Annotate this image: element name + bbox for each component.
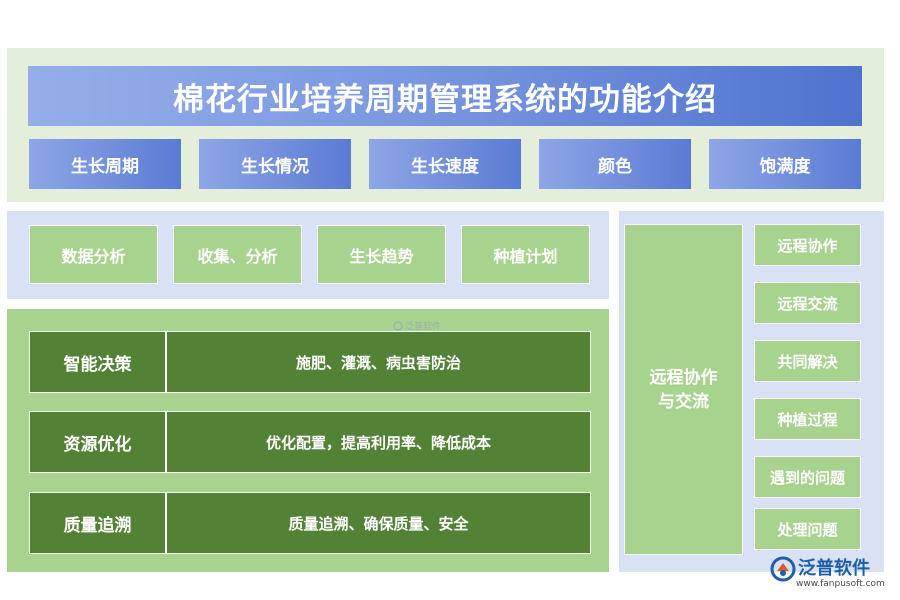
brand-url: www.fanpusoft.com <box>796 579 885 589</box>
remote-item-joint-solve: 共同解决 <box>754 340 861 382</box>
attribute-color: 颜色 <box>539 139 691 189</box>
page-title: 棉花行业培养周期管理系统的功能介绍 <box>28 66 862 126</box>
attribute-growth-status: 生长情况 <box>199 139 351 189</box>
watermark: 泛普软件 <box>393 319 441 332</box>
fanpu-logo-icon <box>770 556 796 582</box>
attribute-growth-speed: 生长速度 <box>369 139 521 189</box>
feature-desc-quality-tracing: 质量追溯、确保质量、安全 <box>166 492 591 554</box>
feature-label-quality-tracing: 质量追溯 <box>29 492 166 554</box>
remote-item-handle-problems: 处理问题 <box>754 508 861 550</box>
watermark-text: 泛普软件 <box>405 322 442 332</box>
remote-item-problems: 遇到的问题 <box>754 456 861 498</box>
feature-label-resource-optimization: 资源优化 <box>29 411 166 473</box>
analysis-planting-plan: 种植计划 <box>461 225 590 284</box>
remote-main-line2: 与交流 <box>658 391 709 412</box>
attribute-growth-cycle: 生长周期 <box>29 139 181 189</box>
brand-logo: 泛普软件 www.fanpusoft.com <box>770 554 894 594</box>
feature-label-smart-decision: 智能决策 <box>29 331 166 393</box>
remote-item-communication: 远程交流 <box>754 282 861 324</box>
remote-collaboration-box: 远程协作 与交流 <box>624 224 743 555</box>
attribute-fullness: 饱满度 <box>709 139 861 189</box>
analysis-data-analysis: 数据分析 <box>29 225 158 284</box>
remote-item-collaboration: 远程协作 <box>754 224 861 266</box>
remote-main-line1: 远程协作 <box>649 367 718 388</box>
feature-desc-resource-optimization: 优化配置，提高利用率、降低成本 <box>166 411 591 473</box>
feature-desc-smart-decision: 施肥、灌溉、病虫害防治 <box>166 331 591 393</box>
remote-item-planting-process: 种植过程 <box>754 398 861 440</box>
analysis-growth-trend: 生长趋势 <box>317 225 446 284</box>
watermark-logo-icon <box>393 320 403 331</box>
analysis-collect: 收集、分析 <box>173 225 302 284</box>
brand-name: 泛普软件 <box>798 558 870 579</box>
